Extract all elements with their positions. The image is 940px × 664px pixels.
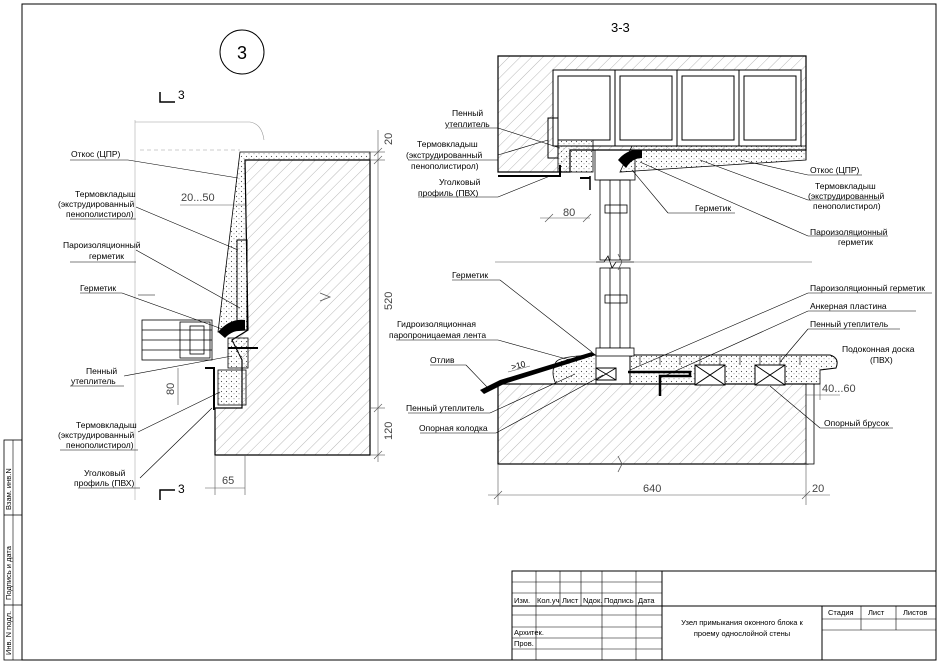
dim-65: 65 [222,475,234,487]
label-sealant-left: Герметик [80,283,116,293]
left-section: 3 3 [58,88,395,500]
anchor-plate [628,370,692,396]
dim-20-top: 20 [383,133,395,145]
label-thermal-right-c: пенополистирол) [813,201,881,211]
tb-header-list: Лист [562,596,579,605]
sheet-number: 3 [237,43,247,63]
label-thermal-insert-2c: пенополистирол) [66,440,134,450]
label-angle-top-a: Уголковый [439,177,481,187]
dim-80-left: 80 [165,383,177,395]
tb-col-stage: Стадия [828,608,854,617]
title-block: Изм. Кол.уч Лист Nдок. Подпись Дата Архи… [511,570,937,661]
tb-col-sheet: Лист [868,608,885,617]
label-support-bar: Опорный брусок [824,418,889,428]
label-sill-a: Подоконная доска [842,344,915,354]
window-frame-right [594,149,636,349]
label-anchor-plate: Анкерная пластина [810,301,887,311]
foam-top-right [557,139,594,173]
dim-40-60: 40...60 [822,383,856,395]
stamp-sign-label: Подпись и дата [4,545,13,600]
label-otkos-left: Откос (ЦПР) [71,149,121,159]
tb-role-checked: Пров. [514,639,534,648]
label-foam-top-b: утеплитель [445,119,490,129]
section-mark-bottom: 3 [178,482,185,496]
label-support-block: Опорная колодка [419,423,488,433]
label-ebb: Отлив [430,355,455,365]
label-vapor-sealant-b: герметик [89,251,124,261]
label-thermal-insert-2b: (экструдированный [58,430,135,440]
label-sealant-bottom: Герметик [452,270,488,280]
label-thermal-right-a: Термовкладыш [815,181,876,191]
label-vapor-right-b: герметик [838,237,873,247]
dim-520: 520 [383,292,395,310]
tb-header-date: Дата [638,596,655,605]
support-bars [694,364,786,386]
label-angle-top-b: профиль (ПВХ) [418,188,478,198]
label-angle-profile-a: Уголковый [84,468,126,478]
tb-title-line-1: Узел примыкания оконного блока к [681,618,803,627]
tb-header-sign: Подпись [604,596,634,605]
tb-title-line-2: проему однослойной стены [694,629,790,638]
label-foam-top-a: Пенный [452,108,483,118]
right-section: 3-3 [389,20,932,505]
sealant-top-right [618,149,642,168]
ebb-flashing [480,352,596,394]
label-angle-profile-b: профиль (ПВХ) [74,478,134,488]
tb-role-architect: Архитек. [514,628,544,637]
label-hydro-tape-b: паропроницаемая лента [389,330,486,340]
tb-header-kol: Кол.уч [537,596,560,605]
label-vapor-bottom: Пароизоляционный герметик [810,283,925,293]
label-thermal-insert-1c: пенополистирол) [66,209,134,219]
foam-left [227,337,249,369]
dim-640: 640 [643,483,661,495]
label-sill-b: (ПВХ) [870,355,893,365]
label-thermal-top-b: (экструдированный [406,150,483,160]
tb-header-ndok: Nдок. [583,596,602,605]
label-foam-left-a: Пенный [86,366,117,376]
dim-20-50: 20...50 [181,192,215,204]
wall-left [214,159,371,456]
label-foam-bottom: Пенный утеплитель [406,403,485,413]
dim-left-vertical [370,130,385,462]
label-sealant-top: Герметик [695,203,731,213]
label-thermal-insert-1b: (экструдированный [58,199,135,209]
dim-80-right: 80 [563,207,575,219]
label-hydro-tape-a: Гидроизоляционная [397,319,476,329]
side-stamp: Инв. N подл. Подпись и дата Взам. инв.N [3,439,23,661]
label-thermal-top-a: Термовкладыш [417,139,478,149]
stamp-replace-label: Взам. инв.N [4,468,13,510]
thermal-insert-lower-left [217,369,247,406]
sealant-left [218,319,245,338]
dim-slope-10: >10 [510,359,527,372]
tb-header-izm: Изм. [514,596,530,605]
sheet-frame [21,3,937,661]
window-frame-left [141,319,213,361]
wall-blocks [552,69,802,147]
label-vapor-sealant-a: Пароизоляционный [63,240,141,250]
label-otkos-right: Откос (ЦПР) [810,165,860,175]
label-thermal-top-c: пенополистирол) [411,161,479,171]
dim-120: 120 [383,422,395,440]
angle-profile-top-right [498,165,561,177]
dims-right [488,213,840,505]
sheet-number-marker: 3 [219,29,265,75]
label-thermal-insert-2a: Термовкладыш [76,420,137,430]
tb-col-sheets: Листов [903,608,927,617]
section-mark-top: 3 [178,88,185,102]
label-foam-left-b: утеплитель [71,376,116,386]
section-title-3-3: 3-3 [611,20,630,35]
dim-20-right: 20 [812,483,824,495]
stamp-inv-label: Инв. N подл. [4,611,13,655]
label-thermal-insert-1a: Термовкладыш [75,189,136,199]
label-thermal-right-b: (экструдированный [808,191,885,201]
wall-bottom-right [497,383,809,465]
angle-profile-left [205,367,215,410]
label-foam-bottom-right: Пенный утеплитель [810,319,889,329]
label-vapor-right-a: Пароизоляционный [810,227,888,237]
